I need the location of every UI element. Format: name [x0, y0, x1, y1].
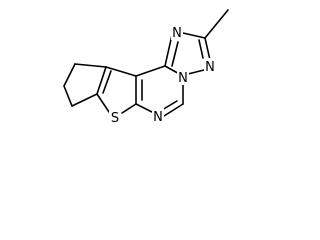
- atom-n-triazole-right: N: [204, 58, 216, 75]
- bond-pyrimidine-ch-n-double: [161, 100, 178, 111]
- bond-pyrimidine-n-c: [135, 103, 153, 113]
- bond-cyclopentane-2: [63, 63, 76, 87]
- bond-thiophene-c-c-double-outer: [96, 66, 107, 95]
- svg-text:N: N: [178, 71, 188, 86]
- bond-triazole-c-n-right-double: [198, 39, 204, 59]
- bond-thiophene-c-s: [121, 103, 137, 114]
- atom-n-triazole-top: N: [171, 24, 183, 41]
- atom-n-pyrimidine: N: [152, 108, 164, 125]
- molecule-structure: N N N S N: [63, 9, 229, 126]
- atom-s-thiophene: S: [109, 109, 121, 126]
- bond-thiophene-c-c-fused: [105, 66, 137, 77]
- svg-text:N: N: [205, 60, 215, 75]
- bond-thiophene-s-c: [96, 93, 110, 113]
- bond-cyclopentane-4: [71, 93, 98, 107]
- bond-pyrimidine-c-c-top: [135, 65, 166, 77]
- bond-thiophene-c-c-double-inner: [102, 70, 112, 94]
- bond-cyclopentane-3: [63, 85, 73, 107]
- bond-triazole-n-c-fused: [164, 34, 173, 67]
- svg-text:N: N: [153, 110, 163, 125]
- bond-pyrimidine-ch-n: [163, 103, 184, 117]
- bond-triazole-c-n-top: [182, 32, 206, 39]
- svg-text:S: S: [111, 111, 119, 126]
- bond-triazole-c-n-right: [204, 37, 211, 61]
- bond-triazole-n-c-fused-double: [171, 41, 179, 67]
- atom-n-bridgehead: N: [177, 69, 189, 86]
- svg-text:N: N: [172, 26, 182, 41]
- bond-cyclopentane-1: [74, 63, 107, 68]
- bond-methyl: [204, 9, 229, 39]
